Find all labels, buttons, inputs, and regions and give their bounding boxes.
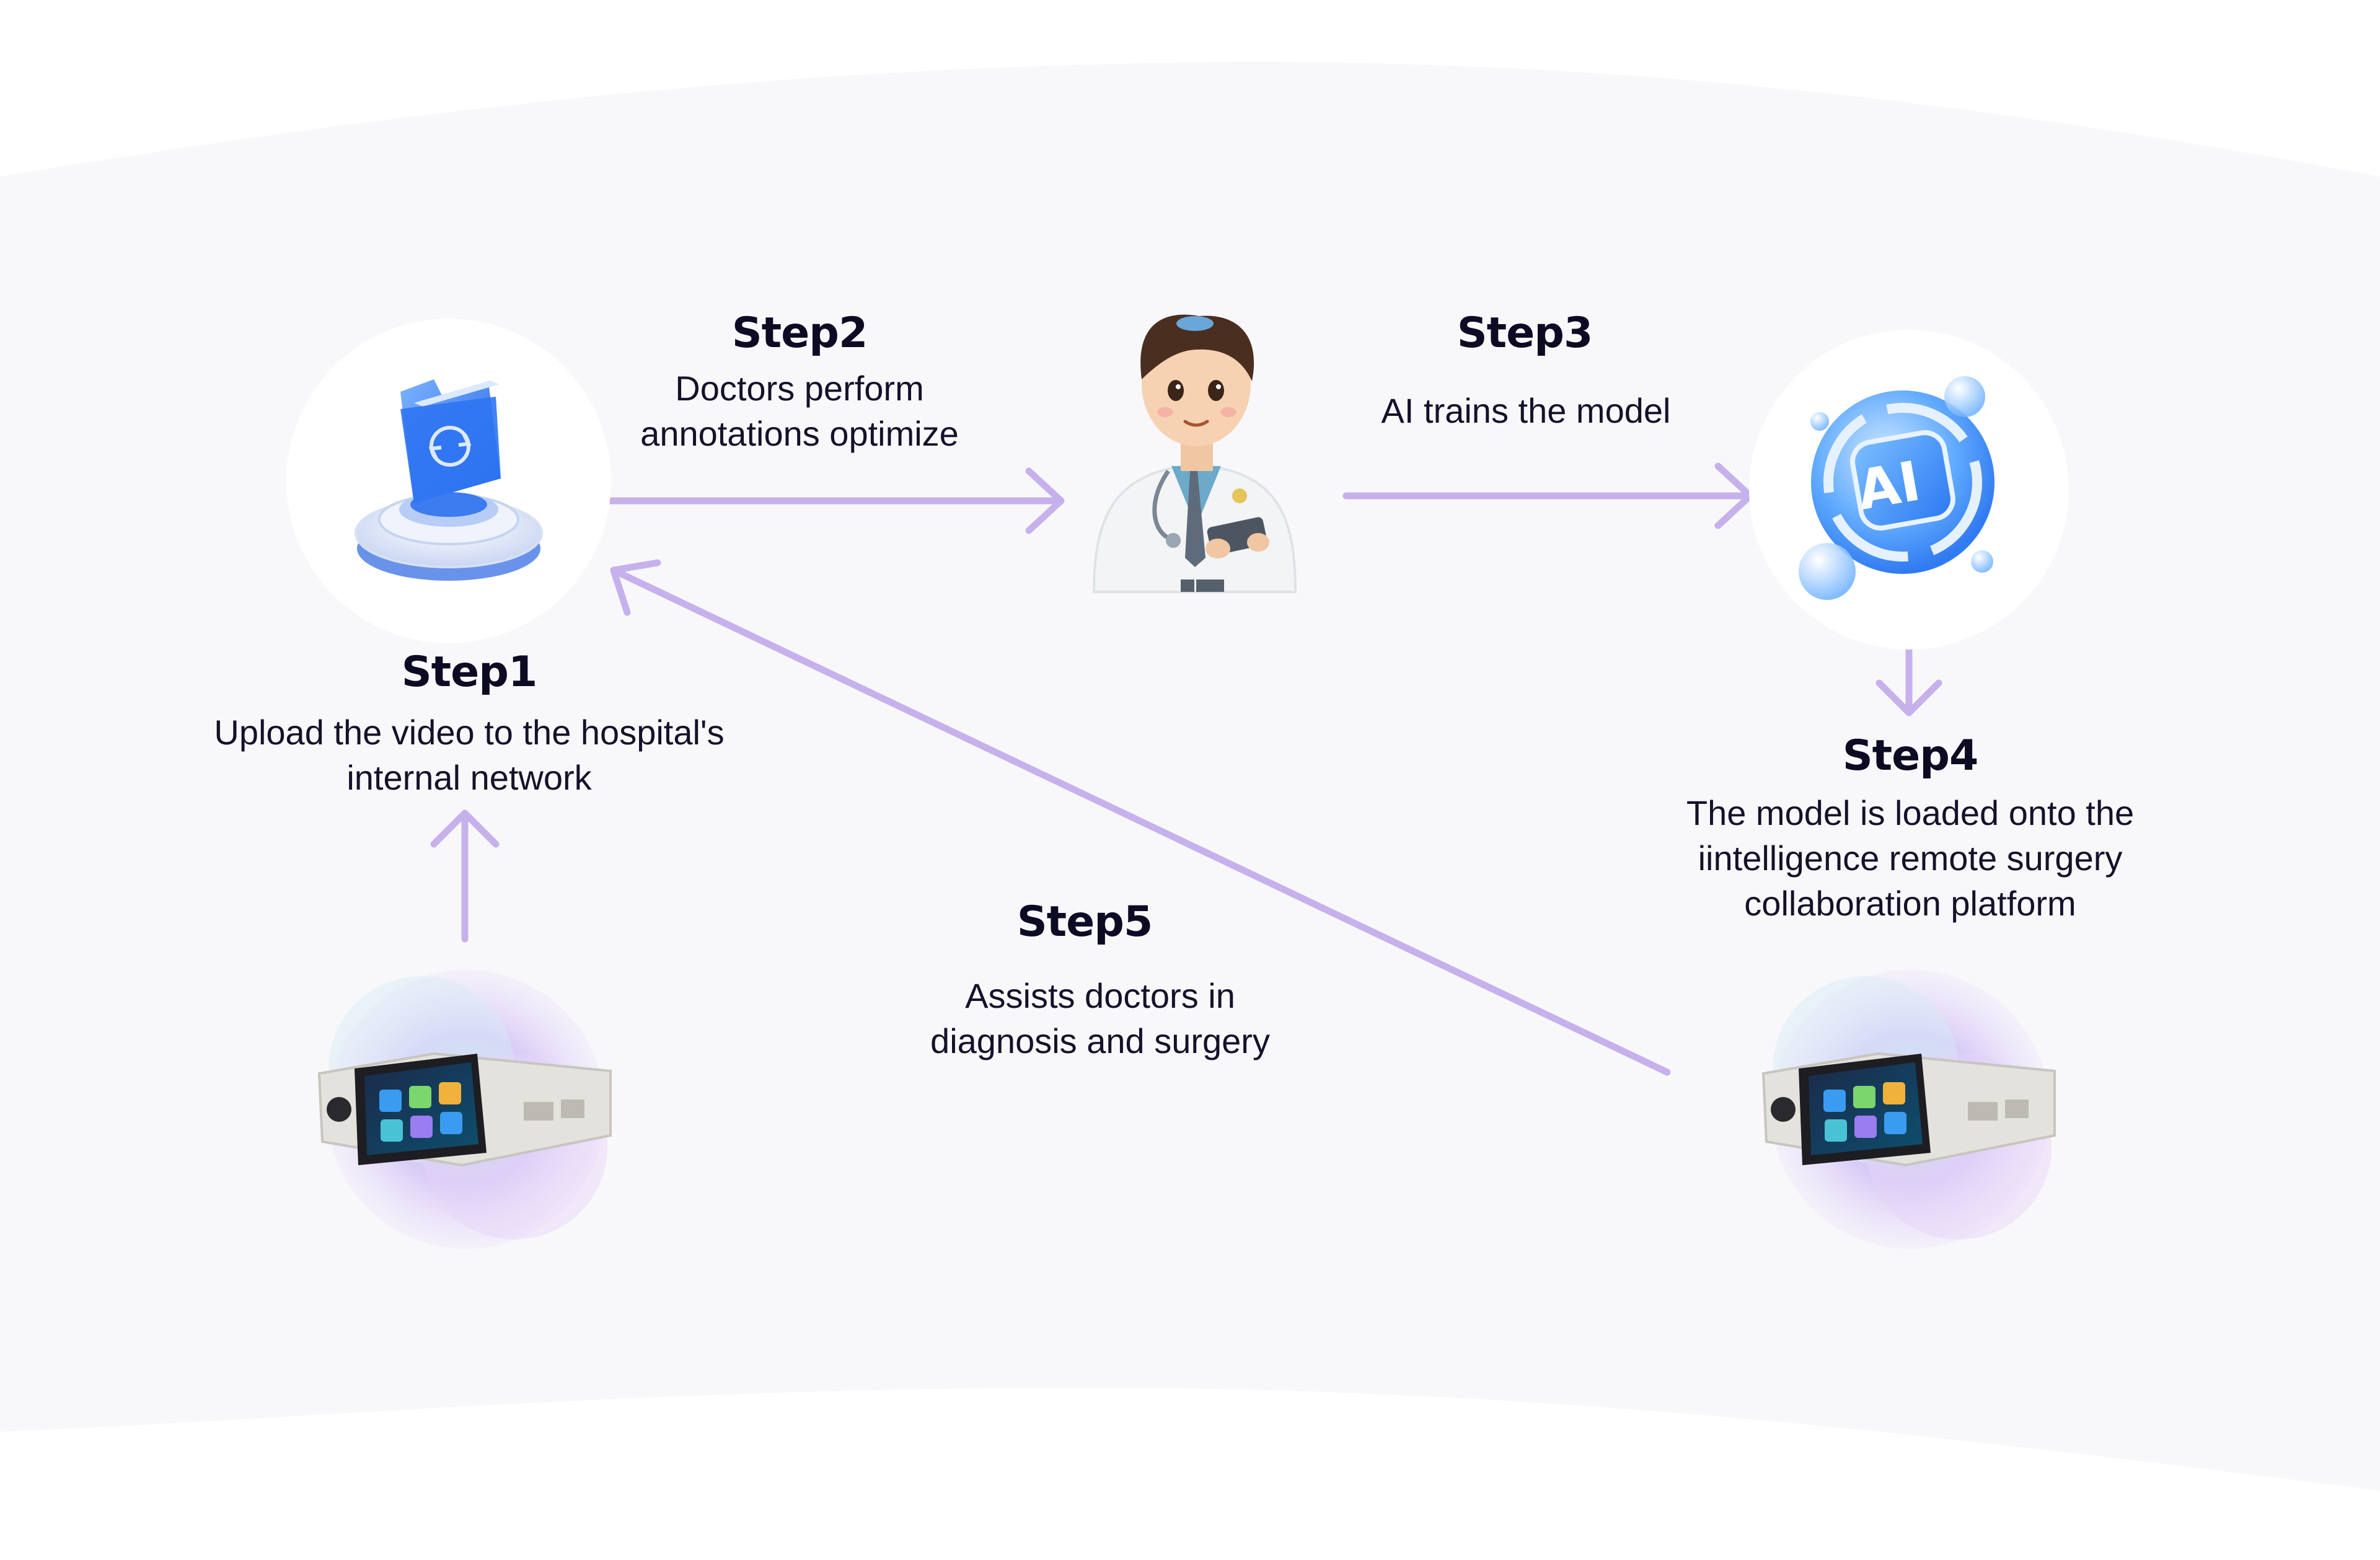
step3-title: Step3 bbox=[1457, 309, 1593, 358]
step5-title: Step5 bbox=[1016, 897, 1153, 946]
arrow-step2-to-step3 bbox=[1342, 462, 1754, 529]
arrow-step3-to-step4 bbox=[1875, 628, 1942, 716]
arrow-step1-up bbox=[430, 809, 500, 943]
step1-description: Upload the video to the hospital's inter… bbox=[214, 713, 725, 797]
arrow-step5-feedback bbox=[610, 559, 1671, 1076]
step4-title: Step4 bbox=[1842, 731, 1979, 780]
step2-title: Step2 bbox=[731, 309, 868, 358]
step1-title: Step1 bbox=[401, 648, 538, 697]
step4-description: The model is loaded onto the iintelligen… bbox=[1686, 793, 2135, 923]
step3-description: AI trains the model bbox=[1381, 391, 1671, 430]
step2-description: Doctors perform annotations optimize bbox=[640, 369, 959, 453]
arrow-step1-to-step2 bbox=[607, 467, 1065, 534]
step5-description: Assists doctors in diagnosis and surgery bbox=[930, 976, 1270, 1060]
